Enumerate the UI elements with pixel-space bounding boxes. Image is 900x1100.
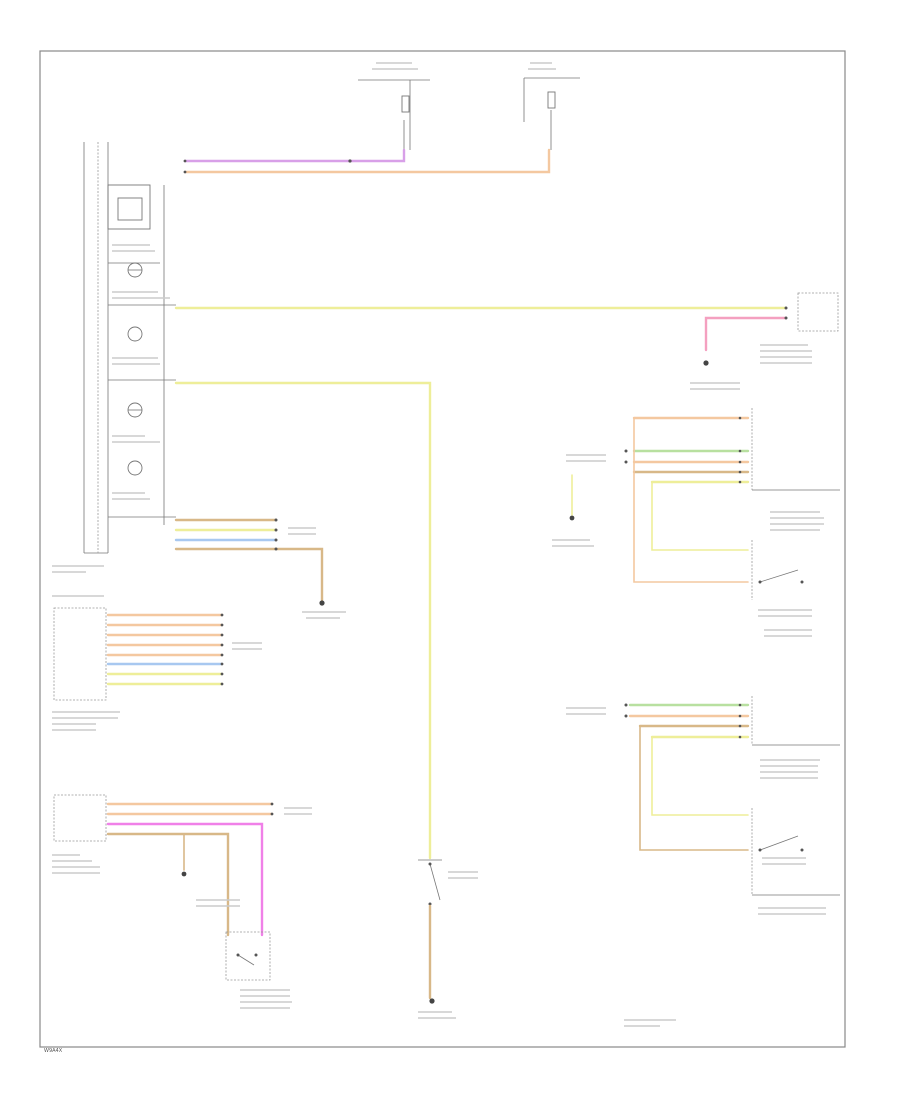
diagram-frame [39, 50, 846, 1048]
rear-door-module [751, 408, 840, 491]
instrument-cluster [83, 142, 176, 554]
buckle-switch-bottom [225, 931, 271, 981]
wire-brown-loop [639, 725, 749, 851]
wire-orange-top [183, 148, 551, 174]
wire-yellow-loop [651, 481, 749, 551]
page-code: W9A4X [44, 1048, 63, 1054]
front-door-module [751, 696, 840, 746]
wire-yellow-center [174, 381, 432, 860]
wire-violet-top [183, 148, 406, 163]
control-module-bottom-left [53, 794, 107, 842]
front-door-switch [751, 808, 840, 896]
fuse-block-left [358, 79, 430, 150]
cluster-module-2 [53, 607, 107, 701]
wire-pink-right [704, 316, 788, 352]
center-switch [418, 859, 442, 906]
rear-door-switch [751, 540, 804, 600]
wire-magenta-b3 [106, 822, 264, 937]
wire-yellow-loop2 [651, 736, 749, 816]
wire-orange-loop [633, 417, 749, 583]
fuse-block-right [523, 77, 580, 150]
wire-brown-b4 [106, 832, 230, 937]
faint-label-marks [52, 62, 826, 1027]
wire-brown-2 [174, 547, 324, 602]
